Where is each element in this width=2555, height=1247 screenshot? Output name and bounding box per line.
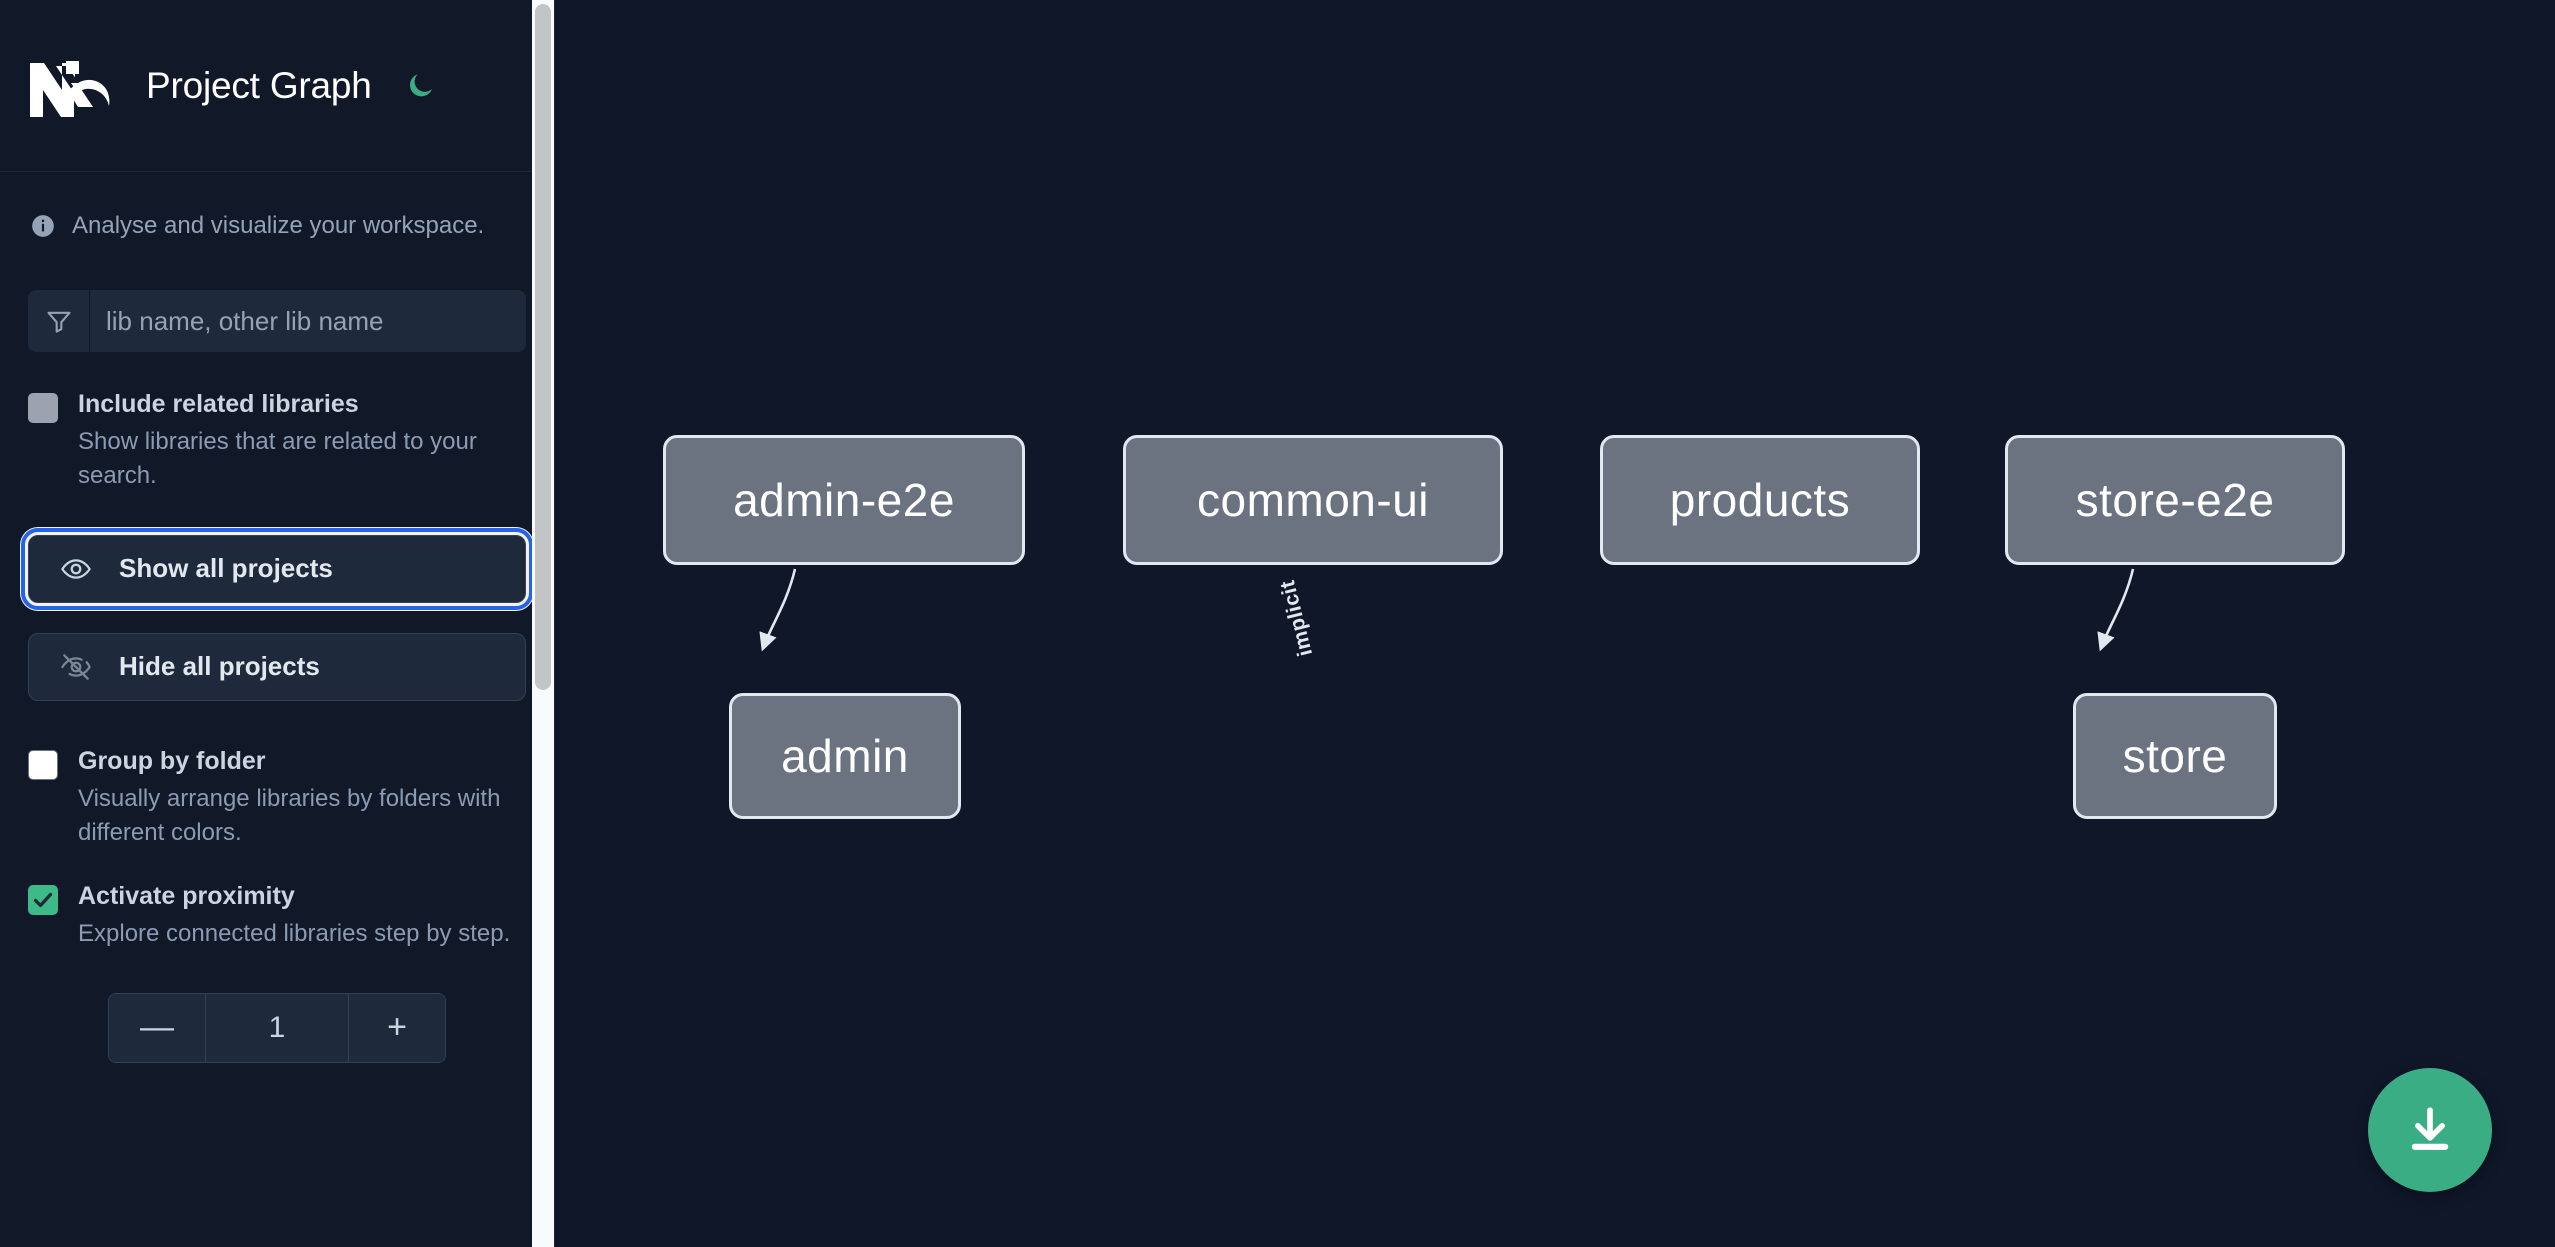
visibility-button-group: Show all projects Hide all projects <box>0 527 554 701</box>
download-graph-button[interactable] <box>2368 1068 2492 1192</box>
workspace-info: Analyse and visualize your workspace. <box>0 172 554 240</box>
option-label: Activate proximity <box>78 881 295 910</box>
show-all-projects-button[interactable]: Show all projects <box>21 527 533 610</box>
hide-all-projects-button[interactable]: Hide all projects <box>28 632 526 701</box>
search-input[interactable] <box>90 290 526 352</box>
info-circle-icon <box>30 213 56 239</box>
option-description: Explore connected libraries step by step… <box>78 919 511 947</box>
option-group-by-folder[interactable]: Group by folder Visually arrange librari… <box>0 745 554 850</box>
sidebar-scrollbar-thumb[interactable] <box>535 4 551 690</box>
graph-node-common-ui[interactable]: common-ui <box>1123 435 1503 565</box>
page-title: Project Graph <box>146 64 372 106</box>
moon-icon[interactable] <box>400 66 440 106</box>
sidebar-header: Project Graph <box>0 0 554 172</box>
graph-node-products[interactable]: products <box>1600 435 1920 565</box>
graph-node-admin[interactable]: admin <box>729 693 961 819</box>
graph-node-store-e2e[interactable]: store-e2e <box>2005 435 2345 565</box>
hide-all-projects-label: Hide all projects <box>119 651 320 682</box>
edge-store-e2e-store <box>2097 568 2135 652</box>
proximity-increment-button[interactable]: + <box>349 993 445 1062</box>
option-label: Group by folder <box>78 746 266 775</box>
group-by-folder-checkbox[interactable] <box>28 749 58 780</box>
graph-edges <box>759 568 2135 652</box>
sidebar: Project Graph Analyse and visualize your… <box>0 0 555 1247</box>
eye-off-icon <box>59 650 93 684</box>
eye-icon <box>59 552 93 586</box>
option-description: Show libraries that are related to your … <box>78 427 477 489</box>
workspace-info-text: Analyse and visualize your workspace. <box>72 212 485 239</box>
graph-canvas[interactable]: implicit implicit admin-e2e common-ui pr… <box>555 0 2555 1247</box>
proximity-value[interactable]: 1 <box>205 993 349 1062</box>
sidebar-scrollbar-track[interactable] <box>532 0 554 1247</box>
nx-logo <box>28 53 124 119</box>
include-related-libraries-checkbox[interactable] <box>28 393 58 423</box>
edge-admin-e2e-admin <box>759 568 797 652</box>
proximity-stepper: — 1 + <box>108 992 446 1063</box>
proximity-stepper-wrap: — 1 + <box>0 992 554 1063</box>
option-label: Include related libraries <box>78 390 359 418</box>
show-all-projects-label: Show all projects <box>119 553 333 584</box>
option-include-related-libraries[interactable]: Include related libraries Show libraries… <box>0 388 554 493</box>
filter-input-group[interactable] <box>28 290 526 352</box>
funnel-icon <box>28 290 90 352</box>
proximity-decrement-button[interactable]: — <box>109 993 205 1062</box>
option-description: Visually arrange libraries by folders wi… <box>78 784 501 846</box>
graph-node-store[interactable]: store <box>2073 693 2277 819</box>
option-activate-proximity[interactable]: Activate proximity Explore connected lib… <box>0 880 554 951</box>
activate-proximity-checkbox[interactable] <box>28 884 58 915</box>
graph-node-admin-e2e[interactable]: admin-e2e <box>663 435 1025 565</box>
